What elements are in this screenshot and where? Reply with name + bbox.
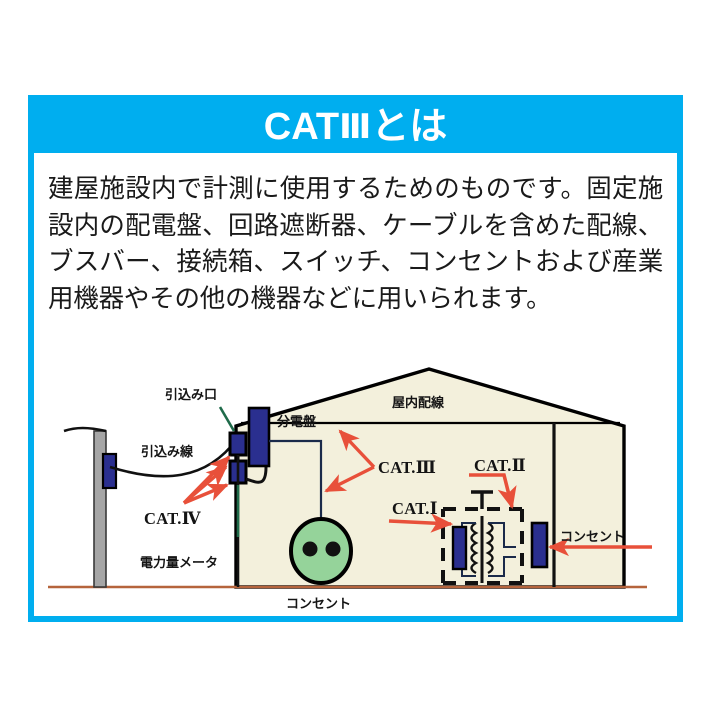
distribution-board <box>247 406 271 468</box>
label-indoor-wiring: 屋内配線 <box>392 395 445 411</box>
appliance-transformer-group <box>441 490 524 585</box>
cat-overvoltage-category-diagram: 引込み口 引込み線 CAT.Ⅳ 電力量メータ 分電盤 屋内配線 CAT.Ⅲ CA… <box>34 361 661 613</box>
ceiling-outlet <box>289 517 353 585</box>
label-outlet-right: コンセント <box>560 530 625 545</box>
label-cat4: CAT.Ⅳ <box>144 509 201 528</box>
leader-lines <box>218 406 240 537</box>
cat3-arrows <box>324 429 376 493</box>
label-watt-hour-meter: 電力量メータ <box>140 555 218 571</box>
wall-outlet <box>530 521 549 569</box>
title-suffix: とは <box>371 106 448 148</box>
cat4-arrows <box>182 455 231 505</box>
page-title: CATⅢとは <box>34 101 677 153</box>
service-entrance-box <box>228 431 248 457</box>
title-prefix: CAT <box>263 106 340 148</box>
utility-pole <box>63 426 118 588</box>
title-roman-numeral: Ⅲ <box>339 107 372 147</box>
indoor-wiring-run <box>269 439 323 519</box>
label-distribution-board: 分電盤 <box>276 414 317 430</box>
cat3-info-card: CATⅢとは 建屋施設内で計測に使用するためのものです。固定施設内の配電盤、回路… <box>28 95 683 622</box>
label-outlet-bottom: コンセント <box>286 597 351 612</box>
card-body: 建屋施設内で計測に使用するためのものです。固定施設内の配電盤、回路遮断器、ケーブ… <box>34 153 677 616</box>
label-cat2: CAT.Ⅱ <box>474 456 526 475</box>
cat1-arrow <box>388 513 454 533</box>
label-cat1: CAT.Ⅰ <box>392 499 438 518</box>
cat2-arrow <box>469 473 517 510</box>
description-text: 建屋施設内で計測に使用するためのものです。固定施設内の配電盤、回路遮断器、ケーブ… <box>48 174 663 314</box>
service-drop-wire <box>109 438 239 478</box>
label-service-entrance: 引込み口 <box>165 388 217 403</box>
label-service-drop: 引込み線 <box>141 444 194 460</box>
label-cat3: CAT.Ⅲ <box>378 458 436 477</box>
